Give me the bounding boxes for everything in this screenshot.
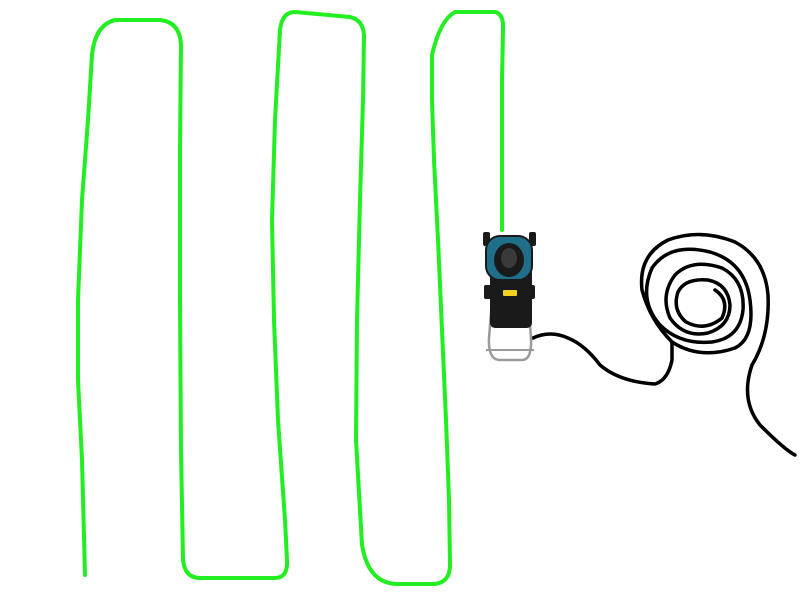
mower-handle bbox=[487, 298, 533, 362]
mower-body bbox=[490, 268, 532, 328]
mowed-path bbox=[76, 10, 506, 586]
lawn-mower-icon bbox=[483, 232, 536, 362]
power-cord bbox=[531, 232, 797, 457]
mower-motor-top bbox=[501, 248, 517, 268]
mower-wheel bbox=[528, 285, 535, 299]
mower-label bbox=[503, 290, 517, 296]
mower-wheel bbox=[484, 285, 491, 299]
